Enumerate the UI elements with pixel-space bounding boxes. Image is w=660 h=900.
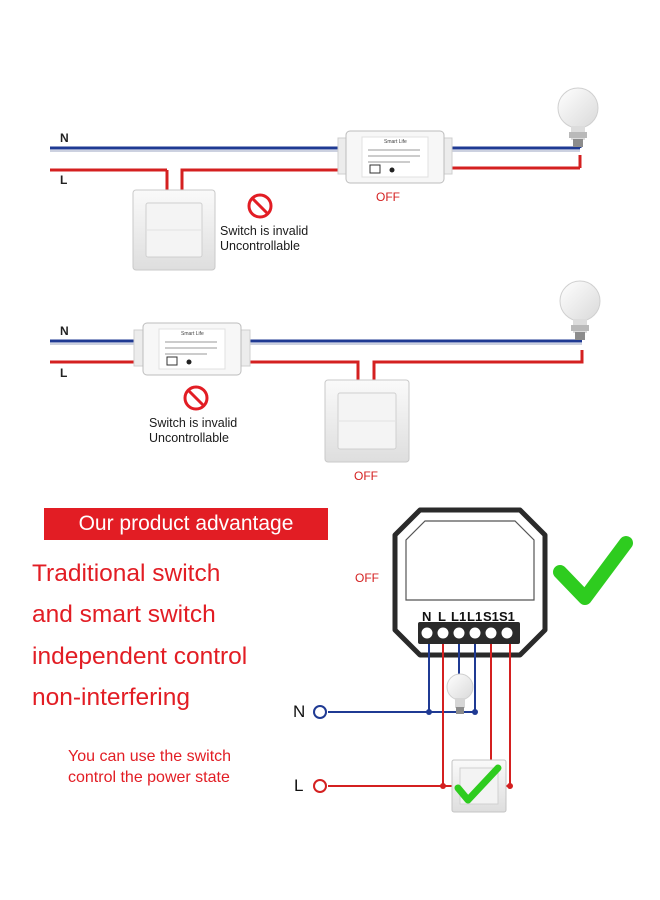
live-terminal xyxy=(313,779,327,793)
scene1-note: Switch is invalid Uncontrollable xyxy=(220,224,308,254)
scene2-smart-module-icon xyxy=(133,322,251,376)
scene1-module-text: Smart Life xyxy=(384,139,407,145)
scene1-n-label: N xyxy=(60,131,69,145)
scene1-off-label: OFF xyxy=(376,190,400,204)
neutral-terminal xyxy=(313,705,327,719)
scene3-light-bulb-icon xyxy=(446,673,474,714)
scene1-l-label: L xyxy=(60,173,68,187)
scene1 xyxy=(50,87,599,271)
scene2-n-label: N xyxy=(60,324,69,338)
scene3-smart-module-icon xyxy=(392,507,548,658)
scene2-note: Switch is invalid Uncontrollable xyxy=(149,416,237,446)
scene1-smart-module-icon xyxy=(337,130,453,184)
scene2 xyxy=(50,280,601,463)
advantage-line-4: non-interfering xyxy=(32,684,190,711)
scene1-neutral-wire xyxy=(50,146,580,152)
scene2-off-label: OFF xyxy=(354,469,378,483)
terminal-label-l: L xyxy=(438,609,446,624)
advantage-line-2: and smart switch xyxy=(32,601,216,628)
terminal-label-l1a: L1 xyxy=(451,609,467,624)
advantage-hint-line2: control the power state xyxy=(68,769,230,786)
scene3-l-label: L xyxy=(294,776,304,795)
terminal-label-s1a: S1 xyxy=(483,609,499,624)
switch-checkmark-icon xyxy=(454,764,502,804)
terminal-label-n: N xyxy=(422,609,432,624)
scene1-wall-switch-icon xyxy=(132,189,216,271)
scene2-neutral-wire xyxy=(50,339,582,345)
terminal-screws xyxy=(421,627,513,639)
scene3 xyxy=(313,507,633,813)
scene2-module-text: Smart Life xyxy=(181,331,204,337)
advantage-line-3: independent control xyxy=(32,643,248,670)
scene1-live-wire xyxy=(50,140,582,190)
advantage-hint: You can use the switch control the power… xyxy=(68,746,231,788)
scene2-note-line2: Uncontrollable xyxy=(149,431,229,445)
terminal-label-s1b: S1 xyxy=(499,609,515,624)
scene2-note-line1: Switch is invalid xyxy=(149,416,238,430)
scene1-note-line2: Uncontrollable xyxy=(220,239,300,253)
scene2-live-wire xyxy=(50,350,584,380)
advantage-banner: Our product advantage xyxy=(44,508,328,540)
scene1-note-line1: Switch is invalid xyxy=(220,224,309,238)
scene2-light-bulb-icon xyxy=(559,280,601,340)
scene2-prohibited-icon xyxy=(183,385,209,411)
terminal-label-l1b: L1 xyxy=(467,609,483,624)
scene3-neutral-wire xyxy=(328,644,478,715)
scene2-wall-switch-icon xyxy=(324,379,410,463)
advantage-line-1: Traditional switch xyxy=(32,560,221,587)
scene2-l-label: L xyxy=(60,366,68,380)
scene1-light-bulb-icon xyxy=(557,87,599,147)
big-checkmark-icon xyxy=(553,536,633,605)
advantage-hint-line1: You can use the switch xyxy=(68,748,232,765)
scene1-prohibited-icon xyxy=(247,193,273,219)
scene3-n-label: N xyxy=(293,702,306,721)
scene3-off-label: OFF xyxy=(355,571,379,585)
